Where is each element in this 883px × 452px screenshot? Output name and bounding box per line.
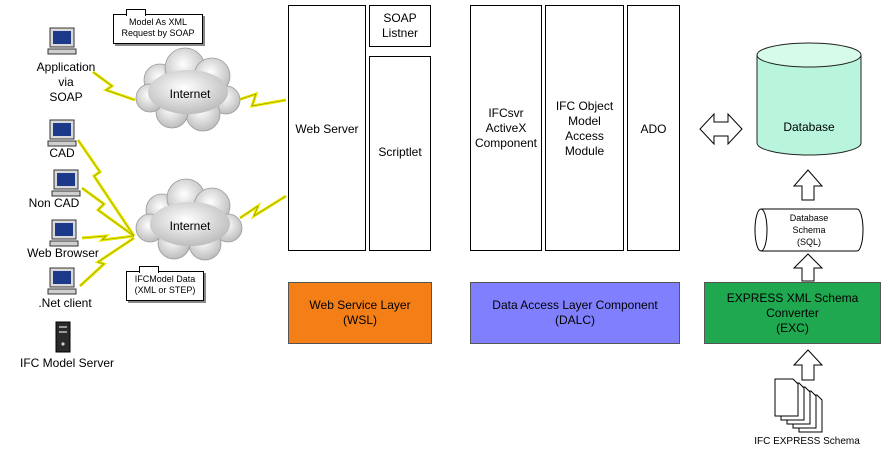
client-label-application-soap: Application via SOAP (36, 60, 96, 104)
up-arrow-express-to-exc (792, 349, 824, 381)
internet-label-bottom: Internet (169, 219, 211, 233)
soap-listener-label: SOAP Listner (381, 11, 419, 40)
ifc-object-model-box: IFC Object Model Access Module (545, 5, 624, 251)
client-label-cad: CAD (49, 146, 75, 160)
document-stack-icon (774, 378, 823, 433)
computer-icon (47, 119, 77, 147)
bidirectional-arrow (699, 112, 743, 146)
ifcsvr-activex-label: IFCsvr ActiveX Component (474, 106, 538, 150)
express-xml-converter-bar: EXPRESS XML Schema Converter (EXC) (704, 282, 881, 344)
note-soap-request: Model As XML Request by SOAP (113, 9, 203, 44)
note-model-data: IFCModel Data (XML or STEP) (126, 266, 204, 301)
up-arrow-exc-to-schema (792, 253, 824, 282)
lightning-links-outline (77, 71, 287, 287)
client-label-ifc-model-server: IFC Model Server (19, 356, 115, 370)
up-arrow-schema-to-db (792, 169, 824, 201)
client-label-non-cad: Non CAD (28, 196, 80, 210)
database-schema-cylinder (754, 208, 864, 252)
express-schema-label: IFC EXPRESS Schema (754, 436, 860, 447)
ado-box: ADO (627, 5, 680, 251)
scriptlet-box: Scriptlet (369, 56, 431, 251)
client-label-web-browser: Web Browser (27, 246, 99, 260)
web-service-layer-bar: Web Service Layer (WSL) (288, 282, 432, 344)
computer-icon (47, 267, 77, 295)
lightning-link-cad (76, 139, 136, 237)
scriptlet-label: Scriptlet (378, 145, 422, 159)
database-cylinder (756, 42, 862, 156)
internet-label-top: Internet (169, 87, 211, 101)
soap-listener-box: SOAP Listner (369, 5, 431, 47)
internet-cloud-top-shape (135, 47, 241, 132)
ifcsvr-activex-box: IFCsvr ActiveX Component (470, 5, 542, 251)
database-label: Database (783, 120, 835, 134)
data-access-layer-bar: Data Access Layer Component (DALC) (470, 282, 680, 344)
server-tower-icon (55, 321, 71, 353)
ifc-object-model-label: IFC Object Model Access Module (555, 99, 614, 158)
internet-cloud-bottom-shape (135, 178, 243, 261)
ado-label: ADO (640, 122, 667, 136)
web-server-label: Web Server (295, 122, 359, 136)
client-label-net-client: .Net client (38, 296, 92, 310)
lightning-link-cloud-bottom-webserver (239, 194, 287, 220)
database-schema-label: Database Schema (SQL) (789, 213, 829, 247)
web-server-box: Web Server (288, 5, 366, 251)
computer-icon (51, 169, 81, 197)
computer-icon (49, 219, 79, 247)
computer-icon (47, 27, 77, 55)
